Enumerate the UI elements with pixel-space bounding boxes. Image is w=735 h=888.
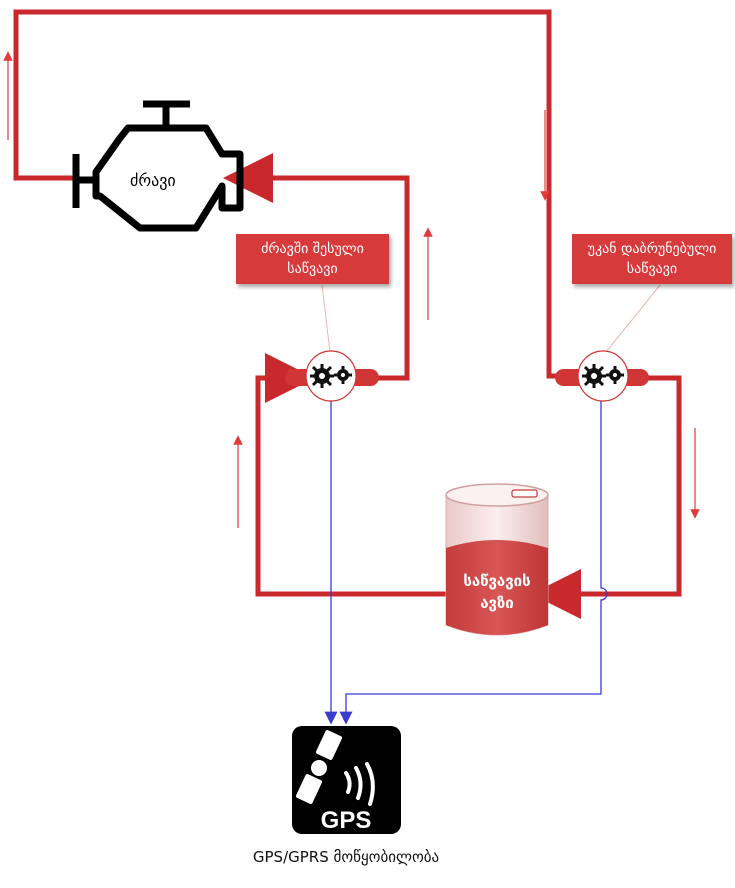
satellite-icon bbox=[296, 730, 342, 804]
engine-icon bbox=[72, 100, 244, 232]
tank-to-inlet-pipe bbox=[255, 353, 446, 597]
return-fuel-label: უკან დაბრუნებული საწვავი bbox=[572, 234, 732, 284]
return-fuel-label-line1: უკან დაბრუნებული bbox=[587, 241, 717, 257]
inlet-fuel-label: ძრავში შესული საწვავი bbox=[236, 234, 389, 284]
gps-badge-text: GPS bbox=[321, 807, 372, 834]
device-caption: GPS/GPRS მოწყობილობა bbox=[252, 848, 440, 866]
fuel-tank-label-line2: ავზი bbox=[480, 594, 514, 612]
engine-label: ძრავი bbox=[130, 171, 176, 190]
inlet-pipe bbox=[223, 153, 410, 381]
inlet-fuel-label-line2: საწვავი bbox=[287, 261, 338, 277]
inlet-fuel-label-line1: ძრავში შესული bbox=[261, 241, 364, 257]
fuel-tank bbox=[445, 483, 549, 636]
leader-line bbox=[321, 284, 331, 353]
return-fuel-label-line2: საწვავი bbox=[626, 261, 678, 277]
return-valve bbox=[555, 350, 649, 402]
signal-line-return bbox=[339, 401, 608, 725]
fuel-tank-label-line1: საწვავის bbox=[463, 572, 531, 590]
gps-device-icon: GPS bbox=[292, 726, 401, 834]
leader-line bbox=[605, 284, 661, 353]
return-to-tank-pipe bbox=[531, 375, 682, 619]
inlet-valve bbox=[285, 350, 379, 402]
fuel-tank-label: საწვავის ავზი bbox=[440, 570, 554, 614]
return-pipe-top bbox=[13, 9, 572, 379]
